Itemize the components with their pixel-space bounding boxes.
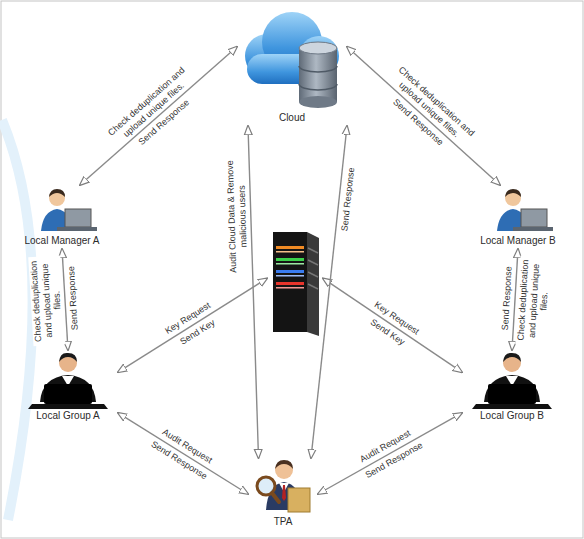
auditor-icon-part [275,460,293,469]
server-node [267,228,323,340]
group-icon [28,353,108,409]
server-icon-part [276,258,304,261]
edge-label: Send Response [339,166,357,233]
connector-arrow [118,413,248,494]
background-arc [2,120,33,520]
node-label: Cloud [279,112,305,124]
cloud-icon-part [299,66,337,72]
auditor-icon-part [275,461,293,479]
manager-icon [41,189,97,231]
node-label: Local Group B [480,410,544,422]
edge-label: Audit Cloud Data & Remove malicious user… [225,150,250,283]
manager-node: Local Manager B [473,185,563,249]
server-icon-part [307,232,319,336]
server-icon-part [276,282,304,285]
manager-icon-part [65,209,91,227]
manager-icon [497,189,553,231]
manager-icon-part [505,190,521,206]
node-label: Local Manager B [480,235,556,247]
cloud-icon-part [299,84,337,90]
group-icon-part [28,404,108,409]
manager-icon-part [49,189,65,197]
server-icon-part [276,263,304,265]
edge-label: Send Response [499,265,513,332]
group-icon-part [44,384,92,404]
connector-arrow [323,278,462,372]
manager-node: Local Manager A [17,185,107,249]
cloud-icon-part [299,96,337,108]
server-icon-part [276,275,304,277]
node-label: Local Group A [36,410,99,422]
manager-icon-part [513,227,553,231]
connector-arrow [347,47,500,185]
manager-icon-part [49,190,65,206]
auditor-icon [257,460,310,512]
group-icon-part [503,353,521,362]
auditor-icon-part [288,488,310,512]
server-icon-part [308,248,318,289]
server-icon-part [276,251,304,253]
connector-arrow [248,126,259,458]
manager-icon-part [505,189,521,197]
group-icon-part [472,404,552,409]
cloud-node: Cloud [237,4,347,126]
cloud-icon-part [299,42,337,54]
group-node: Local Group A [18,350,118,424]
auditor-node: TPA [248,458,318,530]
manager-icon-part [521,209,547,227]
cloud-icon-part [299,48,337,102]
node-label: TPA [274,516,293,528]
group-icon-part [488,384,536,404]
connector-arrow [311,126,347,458]
edge-label: Check deduplication and upload unique fi… [28,255,65,346]
edge-label: Send Response [66,265,80,332]
node-label: Local Manager A [24,235,99,247]
cloud-icon [245,12,339,108]
manager-icon-part [57,227,97,231]
connector-arrow [118,278,267,372]
server-icon-part [273,232,307,332]
group-icon [472,353,552,409]
connector-arrow [318,413,462,494]
connector-arrow [80,47,237,185]
group-icon-part [59,353,77,362]
server-icon-part [276,287,304,289]
auditor-icon-part [272,493,279,502]
edge-label: Check deduplication and upload unique fi… [516,255,553,346]
server-icon [273,232,319,336]
group-node: Local Group B [462,350,562,424]
server-icon-part [276,270,304,273]
server-icon-part [276,246,304,249]
auditor-icon-part [282,485,286,501]
